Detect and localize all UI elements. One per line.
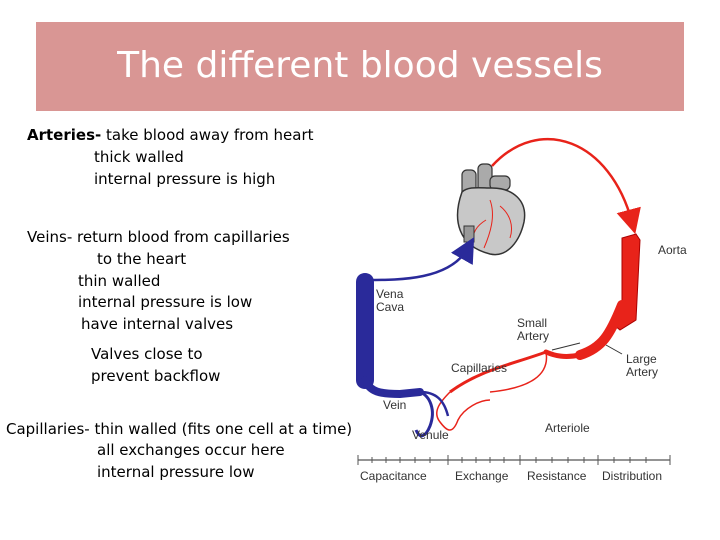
arteries-term: Arteries- — [27, 126, 102, 144]
veins-desc: return blood from capillaries — [77, 228, 290, 246]
label-venule: Venule — [412, 428, 449, 442]
label-vena-cava-1: Vena — [376, 287, 404, 301]
arteriole — [449, 350, 547, 394]
label-capillaries: Capillaries — [451, 361, 507, 375]
label-arteriole: Arteriole — [545, 421, 590, 435]
veins-line3: thin walled — [78, 272, 161, 290]
small-artery — [543, 349, 583, 359]
blood-vessel-diagram: Aorta Vena Cava Small Artery Capillaries… — [356, 137, 687, 483]
valves-note2: prevent backflow — [91, 367, 221, 385]
large-artery-pointer — [605, 344, 623, 355]
title-banner: The different blood vessels — [36, 22, 684, 111]
scale-capacitance: Capacitance — [360, 469, 427, 483]
arteriole-lower — [489, 351, 548, 393]
veins-line4: internal pressure is low — [78, 293, 253, 311]
label-large-artery-1: Large — [626, 352, 657, 366]
capillaries-desc: thin walled (fits one cell at a time) — [94, 420, 353, 438]
venule — [414, 390, 434, 438]
heart-icon — [456, 163, 526, 256]
veins-term: Veins- — [27, 228, 73, 246]
scale-distribution: Distribution — [602, 469, 662, 483]
valves-note1: Valves close to — [91, 345, 203, 363]
label-small-artery-2: Artery — [517, 329, 549, 343]
page-title: The different blood vessels — [117, 45, 603, 86]
arteries-desc: take blood away from heart — [106, 126, 314, 144]
label-aorta: Aorta — [658, 243, 687, 257]
vena-cava-arc — [367, 237, 475, 282]
arteries-line1: Arteries- take blood away from heart — [27, 126, 314, 144]
arteries-line3: internal pressure is high — [94, 170, 276, 188]
vein-vessel — [361, 376, 424, 399]
venule-branch — [419, 390, 450, 417]
capillaries-line1: Capillaries- thin walled (fits one cell … — [6, 420, 352, 438]
label-large-artery-2: Artery — [626, 365, 658, 379]
veins-line1: Veins- return blood from capillaries — [27, 228, 290, 246]
capillaries-line3: internal pressure low — [97, 463, 255, 481]
capillaries-term: Capillaries- — [6, 420, 90, 438]
scale-ticks — [357, 455, 671, 465]
capillary-loop — [436, 391, 491, 431]
label-vein: Vein — [383, 398, 406, 412]
large-artery — [575, 300, 627, 360]
label-vena-cava-2: Cava — [376, 300, 404, 314]
vena-cava — [356, 273, 374, 389]
arteries-line2: thick walled — [94, 148, 184, 166]
scale-resistance: Resistance — [527, 469, 587, 483]
scale-exchange: Exchange — [455, 469, 509, 483]
label-small-artery-1: Small — [517, 316, 547, 330]
veins-line5: have internal valves — [81, 315, 234, 333]
aorta-arc — [491, 137, 641, 235]
small-artery-pointer — [551, 342, 581, 351]
capillaries-line2: all exchanges occur here — [97, 441, 285, 459]
veins-line2: to the heart — [97, 250, 187, 268]
